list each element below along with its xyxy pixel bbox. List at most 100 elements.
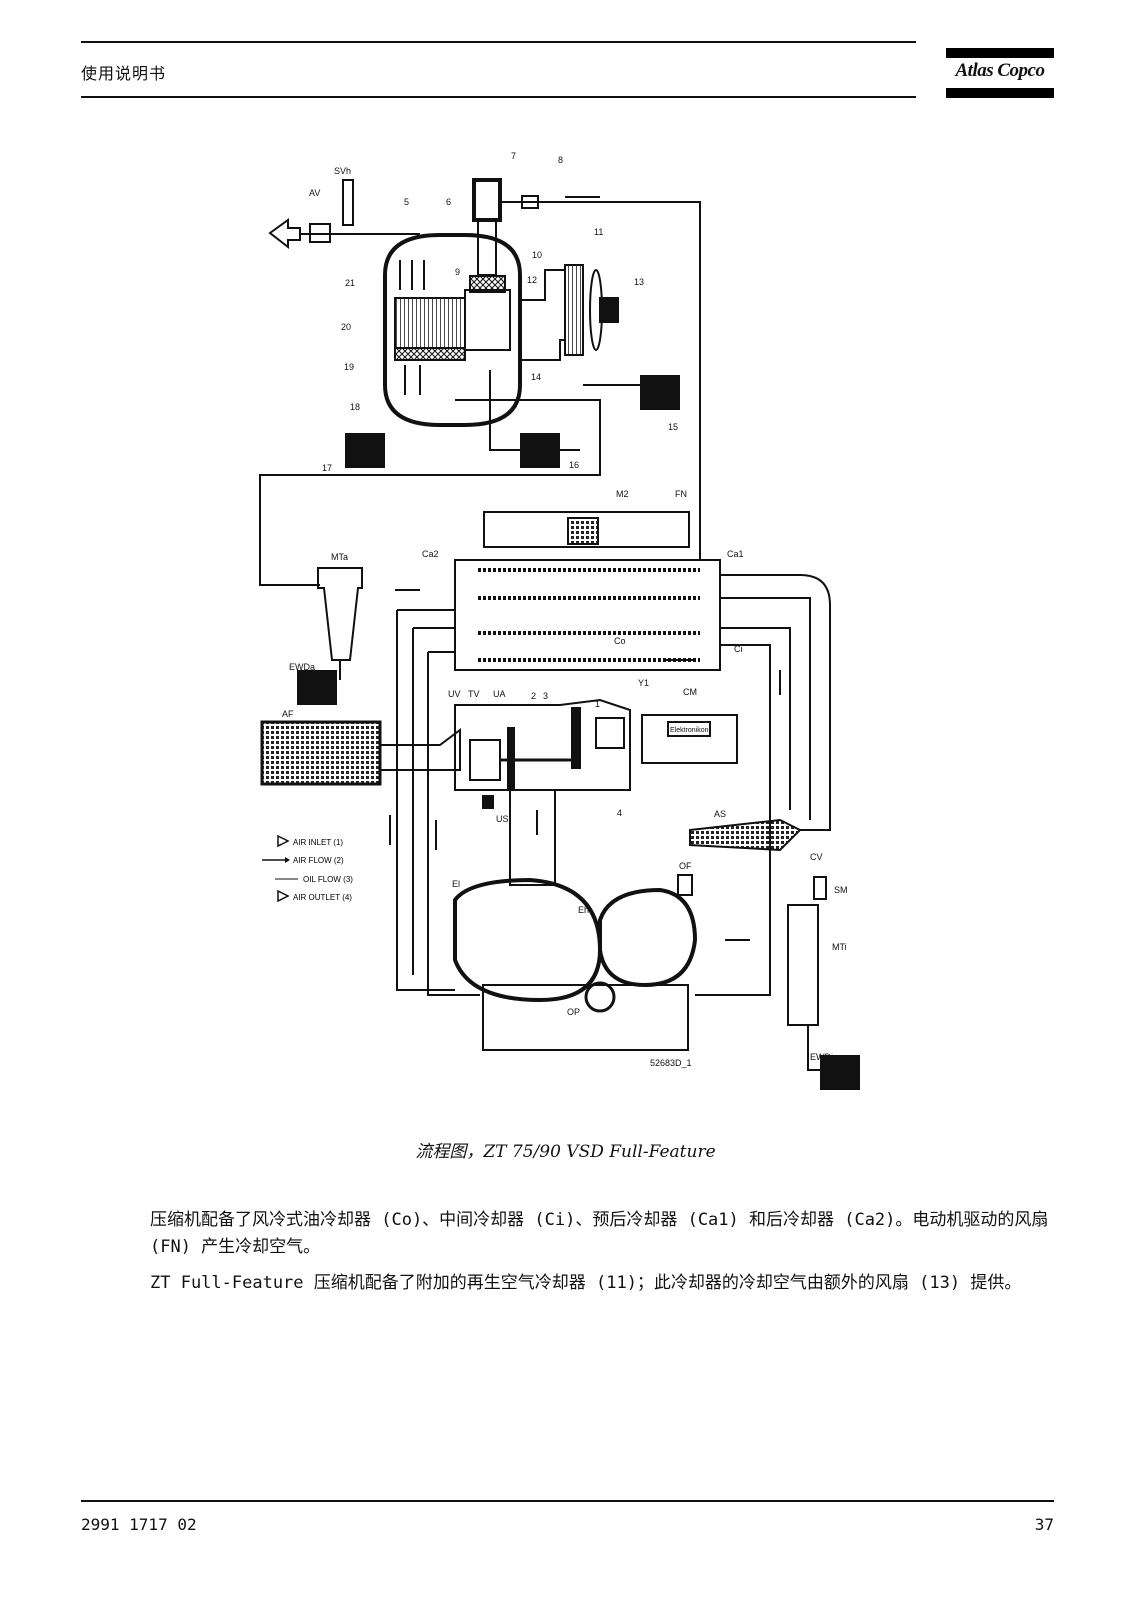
drum-top-seal (469, 275, 506, 293)
logo-bar-top (946, 48, 1054, 58)
figure-caption: 流程图，ZT 75/90 VSD Full-Feature (415, 1142, 716, 1162)
fan-13-motor (599, 297, 619, 323)
drain-unit-17 (345, 433, 385, 468)
controller-cm (641, 714, 738, 764)
pipe-left-inner (412, 627, 455, 975)
drain-ewdi-line (807, 1025, 820, 1071)
label-ci: Ci (734, 644, 743, 654)
drum-section (394, 347, 466, 361)
piston-2 (507, 727, 515, 789)
drain-unit-ewda (297, 670, 337, 705)
sensor-sm (813, 876, 827, 900)
legend-symbol-air-inlet (277, 834, 290, 848)
label-12: 12 (527, 275, 537, 285)
lp-element-el (453, 877, 603, 1003)
air-outlet-arrow (268, 218, 301, 250)
logo-bar-bottom (946, 88, 1054, 98)
controller-display (667, 721, 711, 737)
oil-pump-op (584, 981, 616, 1013)
label-op: OP (567, 1007, 580, 1017)
label-7: 7 (511, 151, 516, 161)
label-ewdi: EWDi (810, 1052, 833, 1062)
inlet-duct (509, 789, 556, 886)
drain-unit-15 (640, 375, 680, 410)
piston-3 (571, 707, 581, 769)
label-10: 10 (532, 250, 542, 260)
moisture-trap-mti (787, 904, 819, 1026)
label-13: 13 (634, 277, 644, 287)
legend-air-flow: AIR FLOW (2) (293, 856, 344, 865)
header-rule-top (81, 41, 916, 43)
pipe-from-cooler (520, 339, 565, 361)
label-21: 21 (345, 278, 355, 288)
label-6: 6 (446, 197, 451, 207)
flow-diagram: SVh AV 5 6 7 8 9 10 11 12 13 14 15 16 17… (259, 151, 860, 1090)
label-ua: UA (493, 689, 506, 699)
atlas-copco-logo: Atlas Copco (946, 44, 1054, 102)
label-us: US (496, 814, 509, 824)
label-11: 11 (594, 227, 603, 237)
drain-unit-ewdi (820, 1055, 860, 1090)
legend-symbol-air-outlet (277, 889, 290, 903)
label-9: 9 (455, 267, 460, 277)
legend-air-outlet: AIR OUTLET (4) (293, 893, 352, 902)
label-5: 5 (404, 197, 409, 207)
label-of: OF (679, 861, 692, 871)
valve-av (309, 223, 331, 243)
label-svh: SVh (334, 166, 351, 176)
loop-pipe (259, 399, 601, 586)
drum-shaft (477, 219, 497, 276)
label-16: 16 (569, 460, 579, 470)
legend-air-inlet: AIR INLET (1) (293, 838, 343, 847)
solenoid-y1 (595, 717, 625, 749)
cooler-block (454, 559, 721, 671)
silencer-as (689, 818, 802, 852)
pipe-right-top (500, 201, 701, 560)
drum-drive-7 (472, 178, 502, 222)
label-4: 4 (617, 808, 622, 818)
pipe-left-outer (396, 609, 455, 991)
pipe-right-oil (695, 644, 771, 996)
label-as: AS (714, 809, 726, 819)
document-code: 2991 1717 02 (81, 1515, 197, 1534)
pipe-right-mid (720, 627, 791, 810)
label-2: 2 (531, 691, 536, 701)
label-eh: Eh (578, 905, 589, 915)
label-1: 1 (595, 699, 600, 709)
figure-legend: AIR INLET (1) AIR FLOW (2) OIL FLOW (3) … (262, 834, 353, 903)
label-mta: MTa (331, 552, 348, 562)
label-14: 14 (531, 372, 541, 382)
label-mti: MTi (832, 942, 847, 952)
pipe-right-loop (720, 574, 831, 831)
valve-svh (342, 179, 354, 226)
label-19: 19 (344, 362, 354, 372)
label-3: 3 (543, 691, 548, 701)
label-co: Co (614, 636, 626, 646)
figure-code: 52683D_1 (650, 1058, 692, 1068)
label-8: 8 (558, 155, 563, 165)
body-paragraph-full-feature: ZT Full-Feature 压缩机配备了附加的再生空气冷却器 (11)；此冷… (150, 1273, 1022, 1293)
label-cv: CV (810, 852, 823, 862)
label-cm: CM (683, 687, 697, 697)
unloader-housing (454, 698, 631, 791)
fan-motor-m2 (567, 517, 599, 545)
label-ewda: EWDa (289, 662, 315, 672)
moisture-trap-mta (317, 567, 363, 661)
label-tv: TV (468, 689, 480, 699)
drain-unit-16 (520, 433, 560, 468)
legend-oil-flow: OIL FLOW (3) (303, 875, 353, 884)
page-header-title: 使用说明书 (81, 64, 167, 83)
valve-8 (521, 195, 539, 209)
pipe-right-inner (720, 597, 811, 820)
air-filter-af (260, 720, 382, 786)
label-sm: SM (834, 885, 848, 895)
page-number: 37 (1034, 1515, 1054, 1534)
gearbox-casing (482, 984, 689, 1051)
fan-housing-fn (483, 511, 690, 548)
hp-element-eh (598, 887, 698, 988)
sensor-us (482, 795, 494, 809)
label-17: 17 (322, 463, 332, 473)
regen-cooler-11 (564, 264, 584, 356)
label-ca2: Ca2 (422, 549, 439, 559)
label-20: 20 (341, 322, 351, 332)
